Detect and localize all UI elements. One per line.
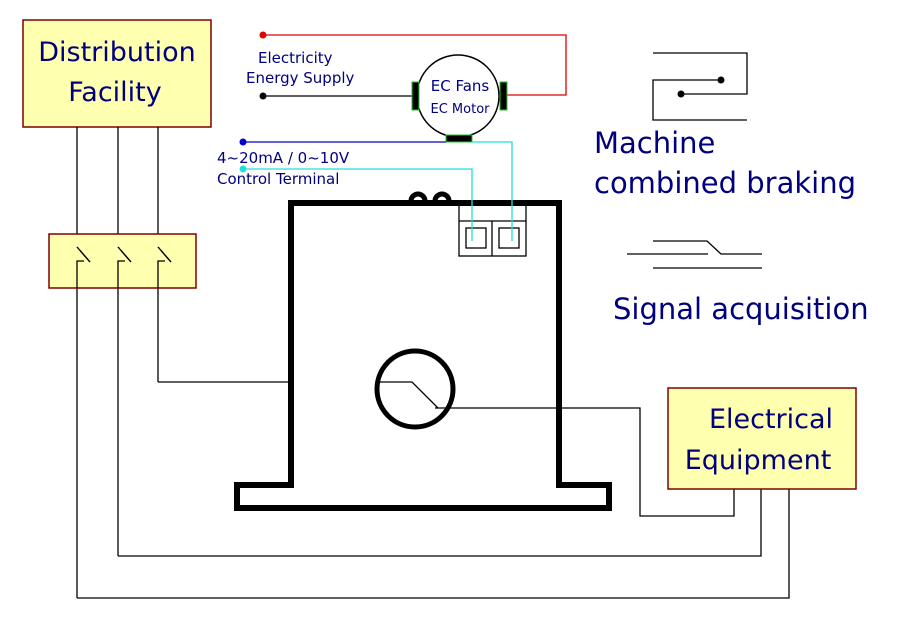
- wire-sensor-equipment: [435, 407, 735, 517]
- braking-label-2: combined braking: [594, 166, 856, 200]
- supply-wire-live: [263, 34, 567, 96]
- supply-node-neutral: [259, 92, 267, 100]
- supply-node-live: [259, 31, 267, 39]
- control-node-blue: [239, 138, 247, 146]
- supply-label-1: Electricity: [258, 49, 333, 67]
- motor-terminal-left: [411, 81, 420, 111]
- current-sensor: [234, 191, 612, 511]
- wire-phase-1-equipment: [77, 489, 790, 599]
- motor-terminal-right: [499, 81, 508, 111]
- control-node-cyan: [239, 165, 247, 173]
- control-wire-cyan-2: [243, 168, 473, 241]
- energy-supply: Electricity Energy Supply: [246, 31, 567, 100]
- ec-motor: EC Fans EC Motor: [411, 54, 508, 143]
- terminal-1: [465, 227, 487, 249]
- mount-loop-1: [408, 191, 428, 202]
- distribution-facility-box: Distribution Facility: [22, 19, 212, 128]
- distribution-label-2: Facility: [68, 77, 162, 108]
- equipment-label-2: Equipment: [685, 445, 832, 476]
- control-label-1: 4~20mA / 0~10V: [217, 149, 350, 167]
- equipment-label-1: Electrical: [709, 404, 833, 435]
- braking-contact-lower: [652, 79, 747, 121]
- control-terminal-block: [458, 204, 527, 257]
- terminal-2: [498, 227, 520, 249]
- braking-label-1: Machine: [594, 126, 715, 160]
- braking-symbol: Machine combined braking: [594, 52, 856, 200]
- motor-subtitle: EC Motor: [431, 102, 491, 117]
- signal-label: Signal acquisition: [613, 292, 869, 326]
- control-wire-cyan-1: [472, 141, 513, 241]
- signal-symbol: Signal acquisition: [613, 240, 869, 326]
- electrical-equipment-box: Electrical Equipment: [667, 387, 857, 490]
- sensor-inner-wire: [378, 381, 439, 409]
- braking-contact-upper: [653, 52, 748, 95]
- control-label-2: Control Terminal: [217, 170, 339, 188]
- wire-phase-2-equipment: [118, 489, 762, 557]
- supply-label-2: Energy Supply: [246, 69, 355, 87]
- motor-terminal-bottom: [445, 134, 473, 143]
- circuit-breaker: [48, 233, 197, 289]
- control-wiring: 4~20mA / 0~10V Control Terminal: [217, 138, 513, 241]
- signal-switch-line: [653, 240, 762, 255]
- sensor-aperture: [374, 348, 456, 430]
- motor-title: EC Fans: [431, 77, 490, 95]
- mount-loop-2: [432, 191, 452, 202]
- distribution-label-1: Distribution: [38, 37, 196, 68]
- motor-circle: [416, 54, 500, 138]
